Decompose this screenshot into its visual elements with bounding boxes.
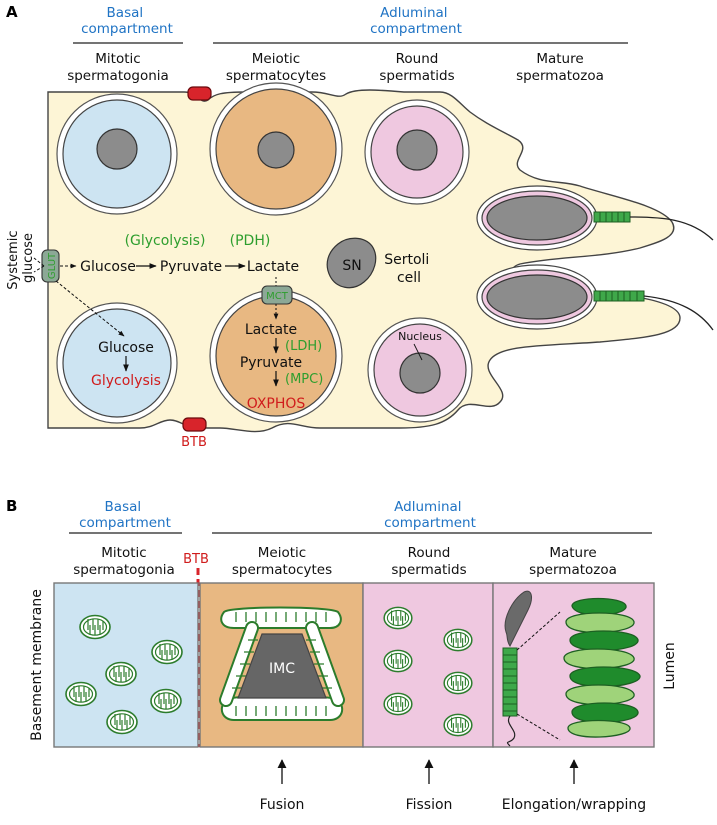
sertoli-nucleus-label: SN bbox=[342, 258, 361, 274]
nucleus-label: Nucleus bbox=[398, 330, 442, 343]
glut-to-spermatogonia bbox=[55, 280, 125, 337]
nucleus bbox=[399, 352, 441, 394]
elongation-label: Elongation/wrapping bbox=[502, 797, 646, 813]
mitochondrion bbox=[65, 681, 97, 707]
panel-a-adluminal-header: Adluminal compartment bbox=[370, 5, 462, 37]
spermatid-cell-top bbox=[364, 99, 470, 205]
spermatocyte-ldh: (LDH) bbox=[285, 339, 322, 354]
systemic-glucose-label: Systemic glucose bbox=[6, 226, 36, 289]
sperm-midpiece bbox=[502, 647, 518, 717]
nucleus bbox=[396, 129, 438, 171]
spermatozoon-top bbox=[476, 185, 714, 251]
basement-membrane-label: Basement membrane bbox=[29, 589, 45, 741]
pathway-pdh: (PDH) bbox=[230, 233, 271, 249]
mitochondrion bbox=[105, 661, 137, 687]
nucleus bbox=[257, 131, 295, 169]
sperm-tail bbox=[506, 715, 516, 747]
spermatocyte-pyruvate: Pyruvate bbox=[240, 355, 302, 371]
imc-label: IMC bbox=[269, 661, 295, 677]
pathway-glycolysis: (Glycolysis) bbox=[125, 233, 206, 249]
mitochondrion bbox=[79, 614, 111, 640]
mct-label: MCT bbox=[266, 291, 289, 302]
zoom-line-top bbox=[516, 611, 561, 651]
column-spermatids bbox=[362, 582, 494, 748]
panel-b-label: B bbox=[6, 497, 17, 515]
lumen-label: Lumen bbox=[662, 642, 678, 690]
panel-a-basal-header: Basal compartment bbox=[81, 5, 173, 37]
mitochondrion bbox=[150, 688, 182, 714]
spermatocyte-cell-top bbox=[209, 82, 343, 216]
panel-b-adluminal-header: Adluminal compartment bbox=[384, 499, 476, 531]
nucleus bbox=[96, 128, 138, 170]
nucleus-pointer bbox=[413, 343, 423, 361]
spermatogonia-cell-top bbox=[56, 93, 178, 215]
panel-a: A Basal compartment Adluminal compartmen… bbox=[6, 3, 714, 450]
glut-in-arrow-1 bbox=[33, 257, 45, 267]
spermatid-cell-bottom: Nucleus bbox=[367, 317, 473, 423]
fused-mitochondrial-network: IMC bbox=[219, 606, 345, 721]
panel-a-label: A bbox=[6, 3, 18, 21]
spermatozoon-schematic bbox=[502, 590, 561, 747]
spermatogonia-glycolysis: Glycolysis bbox=[91, 373, 161, 389]
mitochondrion bbox=[443, 713, 473, 737]
spermatocyte-oxphos: OXPHOS bbox=[247, 396, 306, 412]
glut-label: GLUT bbox=[47, 252, 58, 279]
spermatogonia-glucose: Glucose bbox=[98, 340, 154, 356]
spermatozoon-bottom bbox=[476, 264, 714, 331]
mitochondrial-sheath-zoom bbox=[563, 597, 641, 738]
panel-b: B Basal compartment Adluminal compartmen… bbox=[6, 497, 678, 813]
sertoli-cell-label: Sertoli cell bbox=[384, 252, 434, 286]
spermatocyte-cell-bottom: Lactate (LDH) Pyruvate (MPC) OXPHOS bbox=[209, 289, 343, 423]
spermatocyte-lactate: Lactate bbox=[245, 322, 297, 338]
pathway-lactate: Lactate bbox=[247, 259, 299, 275]
panel-b-basal-header: Basal compartment bbox=[79, 499, 171, 531]
mitochondrion bbox=[383, 606, 413, 630]
btb-label-b: BTB bbox=[183, 552, 209, 567]
fusion-label: Fusion bbox=[260, 797, 305, 813]
zoom-line-bottom bbox=[516, 713, 561, 741]
glut-in-arrow-2 bbox=[33, 265, 45, 273]
mitochondrion bbox=[383, 692, 413, 716]
mitochondrion bbox=[151, 639, 183, 665]
mitochondrion bbox=[383, 649, 413, 673]
mct-transporter bbox=[261, 285, 293, 305]
imc-body bbox=[237, 633, 327, 699]
sperm-head bbox=[504, 590, 532, 647]
btb-marker-top bbox=[187, 86, 212, 101]
btb-label-a: BTB bbox=[181, 435, 207, 450]
btb-marker-bottom bbox=[182, 417, 207, 432]
mitochondrion bbox=[106, 709, 138, 735]
glut-transporter bbox=[41, 249, 60, 283]
fission-label: Fission bbox=[406, 797, 453, 813]
pathway-glucose: Glucose bbox=[80, 259, 136, 275]
mitochondrion bbox=[443, 671, 473, 695]
sertoli-nucleus bbox=[326, 237, 377, 289]
spermatogonia-cell-bottom: Glucose Glycolysis bbox=[56, 302, 178, 424]
spermatocyte-mpc: (MPC) bbox=[285, 372, 323, 387]
process-arrows: Fusion Fission Elongation/wrapping bbox=[260, 759, 646, 813]
mitochondrion bbox=[443, 628, 473, 652]
pathway-pyruvate: Pyruvate bbox=[160, 259, 222, 275]
